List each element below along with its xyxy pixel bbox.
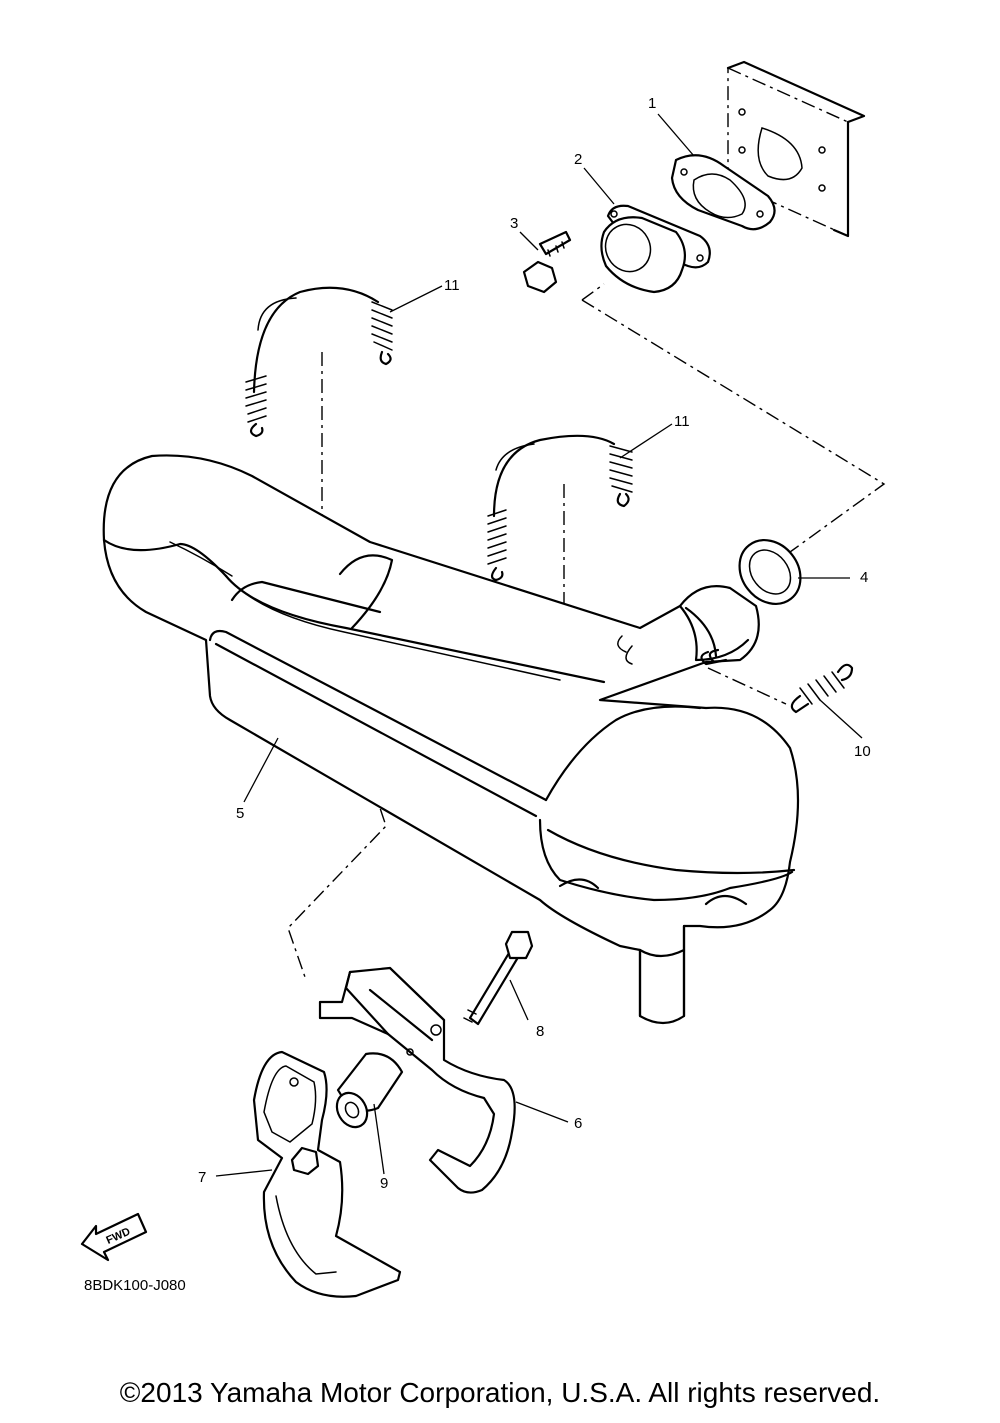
leader-lines — [215, 113, 863, 1177]
diagram-code: 8BDK100-J080 — [84, 1277, 186, 1294]
fwd-arrow: FWD — [80, 1212, 148, 1262]
part-1-gasket — [670, 154, 776, 231]
callout-1: 1 — [648, 95, 656, 112]
callout-5: 5 — [236, 805, 244, 822]
part-4-gasket-ring — [738, 539, 802, 605]
callout-8: 8 — [536, 1023, 544, 1040]
part-7-bracket — [252, 1050, 402, 1298]
callout-3: 3 — [510, 215, 518, 232]
part-6-bracket — [318, 966, 516, 1194]
callout-labels: 1 2 3 4 5 6 7 8 9 10 11 11 — [198, 95, 871, 1192]
part-5-muffler — [102, 454, 800, 1025]
callout-2: 2 — [574, 151, 582, 168]
callout-4: 4 — [860, 569, 868, 586]
part-9-bushing — [335, 1052, 404, 1129]
callout-10: 10 — [854, 743, 871, 760]
part-3-bolt — [522, 230, 572, 294]
copyright-notice: ©2013 Yamaha Motor Corporation, U.S.A. A… — [119, 1377, 881, 1408]
part-2-exhaust-joint — [600, 204, 711, 294]
part-10-spring — [790, 663, 854, 714]
callout-11-lower: 11 — [674, 413, 690, 430]
callout-9: 9 — [380, 1175, 388, 1192]
callout-7: 7 — [198, 1169, 206, 1186]
engine-mount-block — [726, 60, 866, 238]
part-11-spring-lower — [487, 434, 633, 582]
callout-6: 6 — [574, 1115, 582, 1132]
part-8-bolt — [463, 930, 534, 1026]
callout-11-upper: 11 — [444, 277, 460, 294]
part-11-spring-upper — [245, 286, 393, 438]
